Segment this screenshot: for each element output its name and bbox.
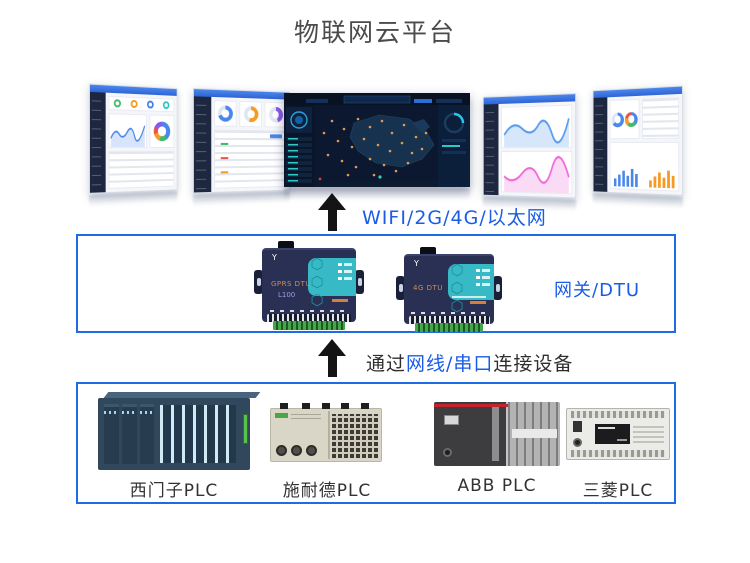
plc-box: 西门子PLC 施耐德PLC ABB PLC [76,382,676,504]
din-clip [301,403,310,409]
green-terminal-block [273,321,345,330]
gateway-box: Y GPRS DTU L100 ⬡⬡⬡ Y 4G DTU [76,234,676,333]
4g-dtu-device: Y 4G DTU ⬡⬡⬡ [396,247,502,332]
status-leds [338,263,352,280]
uplink-arrow-icon [318,193,346,231]
dashboard-screen-4 [482,93,577,213]
port-labels [411,312,487,314]
gprs-dtu-device: Y GPRS DTU L100 ⬡⬡⬡ [254,241,364,330]
antenna-connector [278,241,294,249]
data-list [108,150,175,189]
spec-text-line [452,296,486,298]
antenna-icon: Y [272,253,277,262]
label-strip [512,428,558,438]
port-labels [269,310,349,312]
uplink-connection-label: WIFI/2G/4G/以太网 [362,207,547,229]
china-map-screen [284,93,470,187]
module-seam [328,411,331,459]
display-window [444,415,459,425]
label-lines [291,414,321,422]
schneider-logo [275,413,288,418]
schneider-plc-image [270,403,382,462]
cpu-modules [104,404,155,464]
din-clip [341,403,350,409]
device-model-line2: L100 [278,291,296,299]
screen-sidebar [483,104,499,196]
mounting-ear [493,276,502,300]
gateway-box-label: 网关/DTU [554,280,641,301]
device-model-line1: 4G DTU [413,284,443,292]
screen-sidebar [193,96,211,193]
mitsubishi-plc-image [566,408,670,460]
terminal-grid [331,414,378,458]
area-chart-blue [501,104,573,149]
red-brand-stripe [434,404,560,407]
antenna-connector [420,247,436,255]
module-strip [491,407,499,461]
vent-slots [633,425,664,443]
plc-label-siemens: 西门子PLC [129,481,219,501]
screen-sidebar [593,97,608,192]
connector-port [443,448,452,457]
din-clip [361,403,370,409]
hexagon-pattern-icon: ⬡⬡⬡ [448,261,466,315]
page-title: 物联网云平台 [293,18,456,47]
abb-plc-image [434,402,560,466]
screw-terminal-row [266,314,352,322]
stat-circles [108,95,175,113]
siemens-plc-image [98,398,250,470]
donut-chart [213,100,237,127]
downlink-label-highlight: 网线/串口 [406,353,494,375]
green-terminal-block [414,323,484,332]
plc-label-schneider: 施耐德PLC [282,481,372,501]
data-table [642,97,680,139]
device-model-line1: GPRS DTU [271,280,311,288]
screw-terminal-row [408,316,490,324]
downlink-connection-label: 通过网线/串口连接设备 [366,349,573,376]
line-chart [108,113,147,149]
donut-charts [610,98,640,140]
map-dashboard-screen [284,93,470,200]
screen-sidebar [89,91,106,193]
front-panel [594,424,631,444]
plc-label-mitsubishi: 三菱PLC [582,481,654,501]
dashboard-screen-1 [89,83,178,209]
antenna-icon: Y [414,259,419,268]
brand-tag [470,301,486,304]
terminal-strip-top [571,411,665,418]
downlink-arrow-icon [318,339,346,377]
mounting-ear [254,270,263,294]
mounting-ear [396,276,405,300]
data-table [213,129,287,189]
hexagon-pattern-icon: ⬡⬡⬡ [308,255,326,309]
led-panel: ⬡⬡⬡ [308,255,356,309]
area-chart-pink [501,150,573,195]
din-clip [321,403,330,409]
dashboard-screen-5 [592,85,683,211]
terminal-strip-bottom [571,450,665,457]
din-clip [279,403,288,409]
connector-block [573,421,582,432]
io-module-slats [160,405,237,463]
donut-chart [239,100,263,128]
plc-label-abb: ABB PLC [457,476,537,496]
status-led-strip [242,413,248,444]
downlink-label-suffix: 连接设备 [493,353,574,375]
dashboard-screen-2 [192,88,290,208]
led-panel: ⬡⬡⬡ [448,261,494,315]
mounting-ear [355,270,364,294]
donut-chart [149,114,175,148]
downlink-label-prefix: 通过 [366,353,407,375]
connector-ports [276,445,317,456]
bar-charts [610,141,680,192]
brand-tag [332,299,348,302]
status-leds [476,269,490,286]
round-port [573,438,582,447]
